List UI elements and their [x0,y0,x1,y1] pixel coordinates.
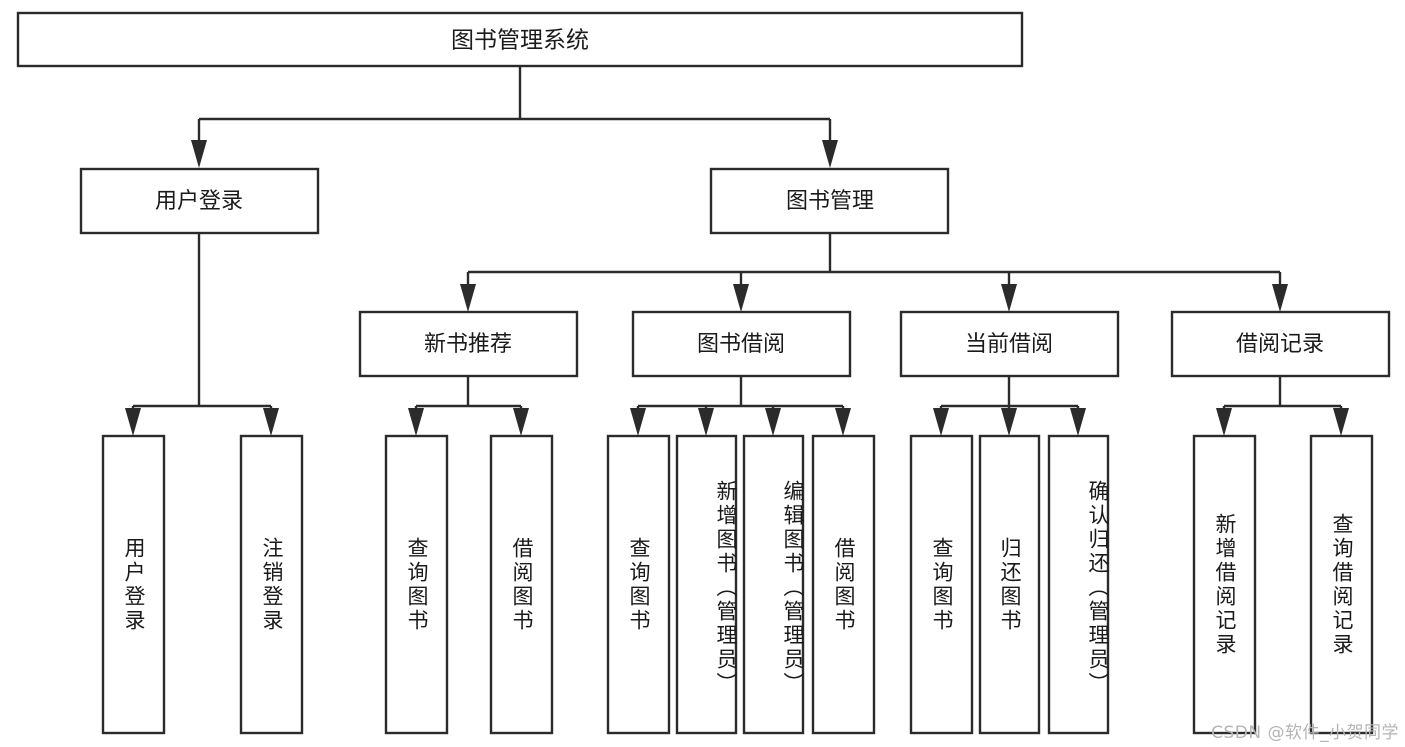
arrow-head-borrow-record [1272,284,1288,312]
arrow-head-leaf-confirm-return [1070,408,1086,436]
node-book-borrow[interactable]: 图书借阅 [631,310,852,378]
node-user-login-label: 用户登录 [155,189,243,214]
watermark-text: CSDN @软件_小贺同学 [1211,723,1399,743]
node-user-login-box[interactable] [79,167,320,235]
node-borrow-record-box[interactable] [1170,310,1391,378]
node-root-label: 图书管理系统 [451,28,589,54]
arrow-head-leaf-query-record [1333,408,1349,436]
arrow-head-leaf-borrow-book-2 [835,408,851,436]
node-leaf-confirm-return-box[interactable] [1047,434,1110,735]
node-book-manage[interactable]: 图书管理 [709,167,950,235]
node-leaf-query-book-2-box[interactable] [606,434,671,735]
node-root-box[interactable] [16,11,1024,68]
node-leaf-query-book-1-box[interactable] [384,434,449,735]
arrow-head-leaf-add-record [1216,408,1232,436]
arrow-head-leaf-query-book-1 [408,408,424,436]
node-current-borrow-box[interactable] [899,310,1120,378]
node-leaf-edit-book-box[interactable] [742,434,805,735]
arrow-head-leaf-query-book-2 [630,408,646,436]
arrow-head-leaf-borrow-book-1 [513,408,529,436]
node-borrow-record-label: 借阅记录 [1236,332,1324,357]
node-borrow-record[interactable]: 借阅记录 [1170,310,1391,378]
node-new-book-recommend-label: 新书推荐 [424,332,512,357]
node-current-borrow-label: 当前借阅 [965,332,1053,357]
arrow-head-new-book-recommend [460,284,476,312]
node-new-book-recommend[interactable]: 新书推荐 [358,310,579,378]
arrow-head-leaf-query-book-3 [933,408,949,436]
arrow-head-book-borrow [733,284,749,312]
node-current-borrow[interactable]: 当前借阅 [899,310,1120,378]
node-user-login[interactable]: 用户登录 [79,167,320,235]
node-book-manage-box[interactable] [709,167,950,235]
connector-layer [125,66,1349,436]
arrow-head-leaf-return-book [1001,408,1017,436]
arrow-head-book-manage [822,140,838,168]
node-layer: 图书管理系统 用户登录 图书管理 新书推荐 图书借阅 当前 [16,11,1391,735]
node-leaf-query-record-box[interactable] [1309,434,1374,735]
node-leaf-borrow-book-1-box[interactable] [489,434,554,735]
node-book-borrow-box[interactable] [631,310,852,378]
arrow-head-leaf-add-book [698,408,714,436]
arrow-head-leaf-edit-book [765,408,781,436]
arrow-head-leaf-user-login [125,408,141,436]
node-root[interactable]: 图书管理系统 [16,11,1024,68]
node-leaf-query-book-3-box[interactable] [909,434,974,735]
node-book-borrow-label: 图书借阅 [697,332,785,357]
arrow-head-user-login [191,140,207,168]
node-leaf-user-logout-box[interactable] [239,434,304,735]
node-leaf-return-book-box[interactable] [978,434,1041,735]
node-book-manage-label: 图书管理 [786,189,874,214]
node-leaf-user-login-box[interactable] [101,434,166,735]
arrow-head-leaf-user-logout [263,408,279,436]
node-leaf-borrow-book-2-box[interactable] [811,434,876,735]
arrow-head-current-borrow [1001,284,1017,312]
node-leaf-add-book-box[interactable] [675,434,738,735]
node-leaf-add-record-box[interactable] [1192,434,1257,735]
node-new-book-recommend-box[interactable] [358,310,579,378]
